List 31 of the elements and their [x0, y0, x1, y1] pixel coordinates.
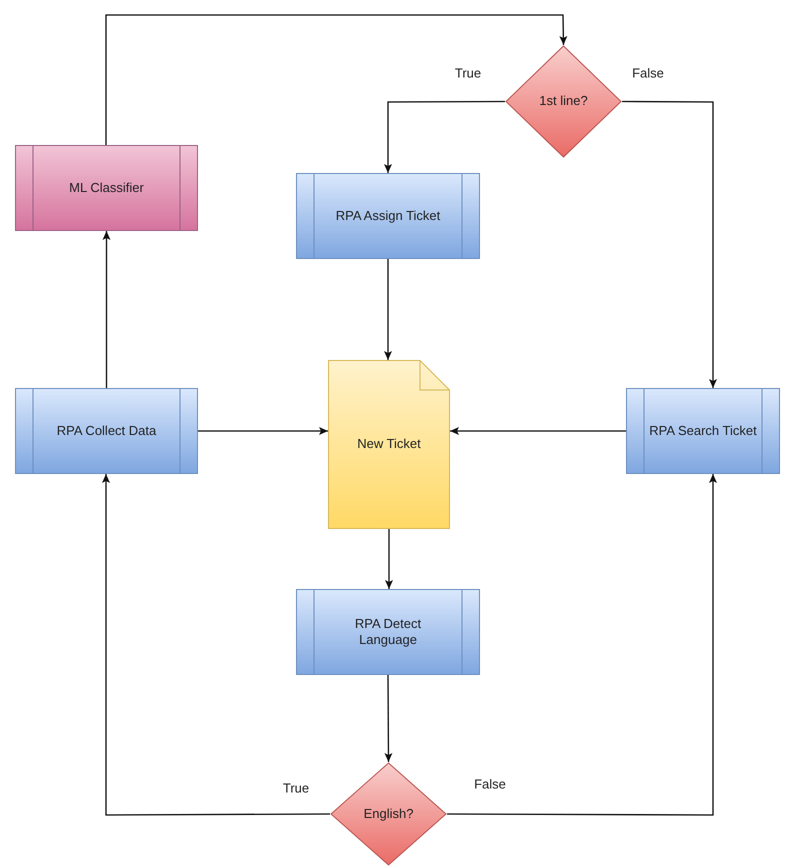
arrow: [198, 427, 328, 435]
node-label: English?: [364, 806, 414, 822]
arrow: [105, 14, 568, 145]
arrow: [447, 474, 717, 816]
edge-label: False: [630, 66, 666, 80]
subprocess-box: [296, 173, 480, 259]
node-label: 1st line?: [539, 93, 588, 110]
subprocess-box: [296, 589, 480, 675]
arrow: [102, 231, 110, 388]
document-shape: [328, 360, 450, 529]
decision-diamond: [505, 45, 622, 158]
arrow: [384, 259, 392, 360]
arrow: [622, 100, 717, 388]
edge-label: False: [472, 778, 508, 790]
arrow: [450, 427, 626, 435]
node-label: RPA Search Ticket: [649, 422, 757, 440]
node-label: ML Classifier: [69, 180, 144, 196]
arrow: [384, 100, 505, 173]
subprocess-box: [15, 388, 198, 474]
node-label: RPA Assign Ticket: [336, 208, 440, 224]
arrow: [385, 529, 393, 589]
node-label: RPA Collect Data: [56, 422, 156, 440]
edge-label: True: [452, 66, 484, 80]
node-label: RPA Detect Language: [354, 616, 422, 648]
arrow: [102, 474, 330, 816]
arrow: [384, 675, 392, 762]
node-label: New Ticket: [357, 436, 421, 453]
decision-diamond: [330, 762, 447, 866]
subprocess-box: [626, 388, 780, 474]
edge-label: True: [280, 782, 312, 794]
subprocess-box: [15, 145, 198, 231]
